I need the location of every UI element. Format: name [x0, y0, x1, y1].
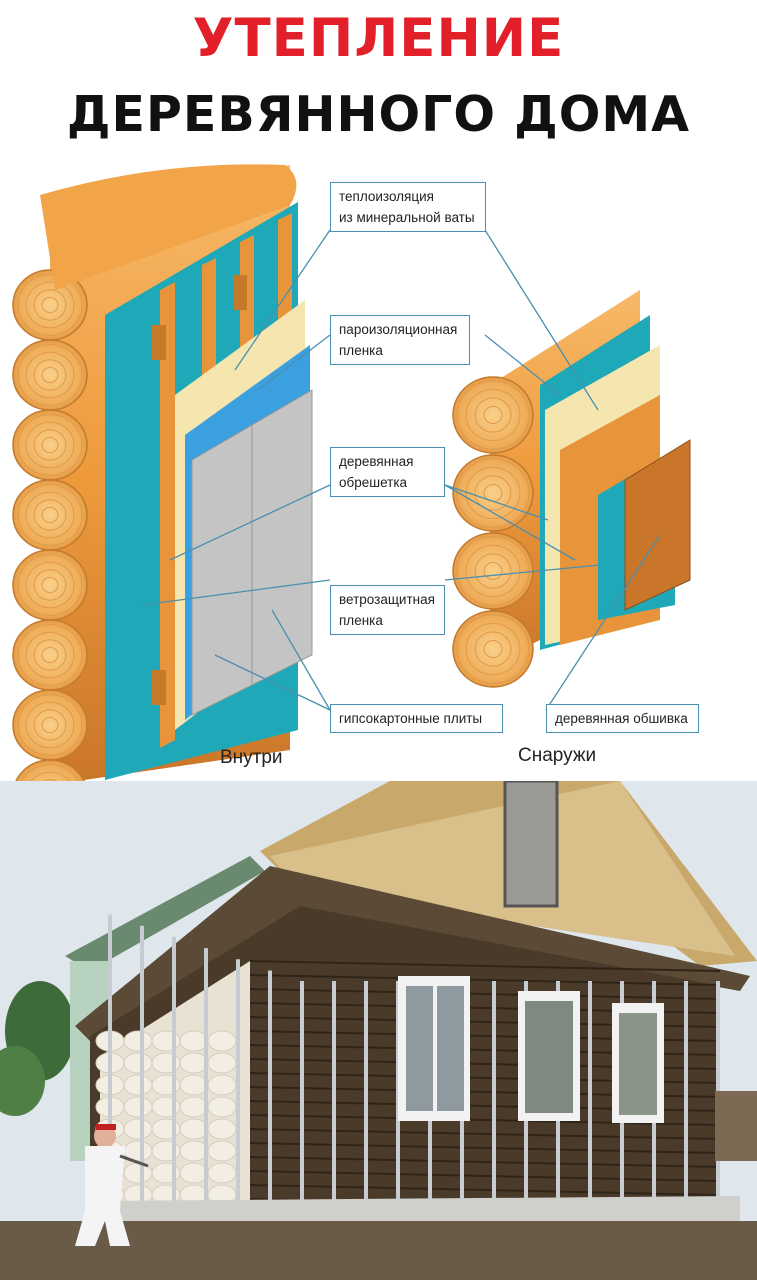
- log-end: [12, 689, 88, 761]
- log-end: [452, 376, 534, 454]
- callout-lathing-line1: деревянная: [339, 454, 414, 469]
- log-end: [12, 409, 88, 481]
- callout-lathing: деревянная обрешетка: [330, 447, 445, 497]
- callout-vapor-line2: пленка: [339, 343, 383, 358]
- callout-wind-line2: пленка: [339, 613, 383, 628]
- log-end: [12, 479, 88, 551]
- windows: [398, 976, 664, 1123]
- top-log: [40, 164, 297, 290]
- diagram-drawing: [12, 164, 691, 901]
- callout-vapor-barrier: пароизоляционная пленка: [330, 315, 470, 365]
- callout-vapor-line1: пароизоляционная: [339, 322, 458, 337]
- log-end: [452, 610, 534, 688]
- wall-insulation-diagram: теплоизоляция из минеральной ваты пароиз…: [0, 150, 757, 901]
- callout-insulation-line2: из минеральной ваты: [339, 210, 475, 225]
- title-line-1: УТЕПЛЕНИЕ: [192, 8, 565, 69]
- log-end: [12, 339, 88, 411]
- worker-figure: [75, 1124, 149, 1246]
- callout-wood-siding: деревянная обшивка: [546, 704, 699, 733]
- callout-drywall-line1: гипсокартонные плиты: [339, 711, 483, 726]
- callout-insulation-line1: теплоизоляция: [339, 189, 434, 204]
- title-line-2: ДЕРЕВЯННОГО ДОМА: [66, 86, 691, 143]
- callout-insulation: теплоизоляция из минеральной ваты: [330, 182, 486, 232]
- callout-drywall: гипсокартонные плиты: [330, 704, 503, 733]
- inside-label: Внутри: [220, 747, 283, 768]
- house-photo: [0, 781, 757, 1280]
- callout-siding-line1: деревянная обшивка: [555, 711, 688, 726]
- log-end: [12, 619, 88, 691]
- right-siding: [624, 439, 691, 611]
- outside-label: Снаружи: [518, 745, 597, 766]
- callout-lathing-line2: обрешетка: [339, 475, 408, 490]
- right-log-wall: [452, 290, 691, 688]
- callout-wind-barrier: ветрозащитная пленка: [330, 585, 445, 635]
- leader-lines: [141, 229, 661, 711]
- house-photo-drawing: [0, 781, 757, 1280]
- log-end: [452, 532, 534, 610]
- log-end: [452, 454, 534, 532]
- callout-wind-line1: ветрозащитная: [339, 592, 435, 607]
- log-end: [12, 549, 88, 621]
